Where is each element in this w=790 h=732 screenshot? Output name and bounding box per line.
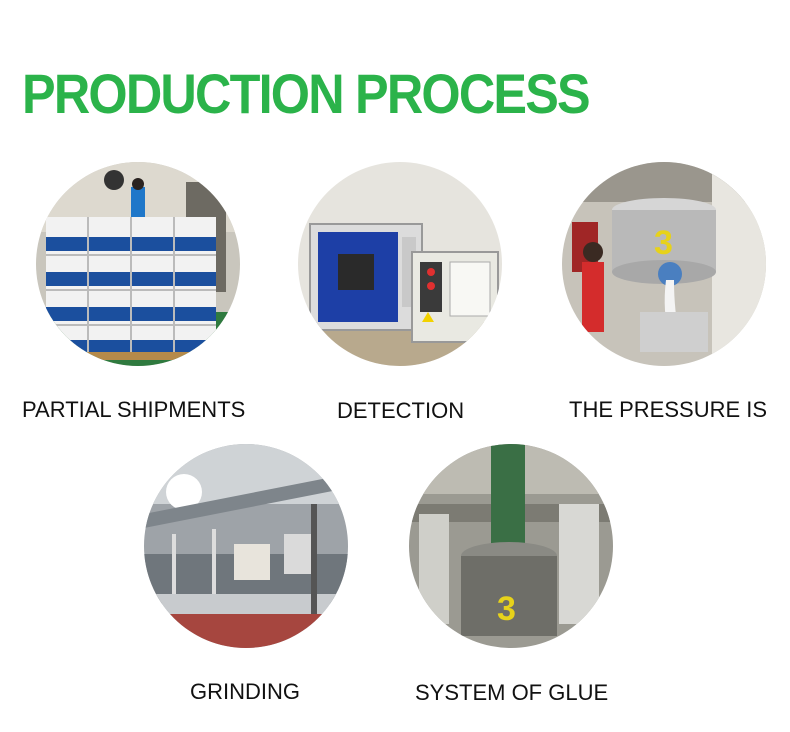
caption-partial-shipments: PARTIAL SHIPMENTS — [22, 397, 246, 422]
photo-grinding — [144, 444, 348, 648]
glue-reactor-photo: 3 — [409, 444, 613, 648]
caption-system-of-glue: SYSTEM OF GLUE — [415, 680, 609, 705]
photo-detection — [298, 162, 502, 366]
reactor-number-text: 3 — [497, 590, 516, 628]
photo-pressure: 3 — [562, 162, 766, 366]
tank-number-text: 3 — [654, 224, 673, 262]
page-title: PRODUCTION PROCESS — [22, 62, 591, 125]
pressure-tank-photo: 3 — [562, 162, 766, 366]
grinding-line-photo — [144, 444, 348, 648]
testing-oven-photo — [298, 162, 502, 366]
warehouse-boxes-photo — [36, 162, 240, 366]
caption-pressure: THE PRESSURE IS — [569, 397, 768, 422]
photo-system-of-glue: 3 — [409, 444, 613, 648]
caption-grinding: GRINDING — [190, 679, 300, 704]
caption-detection: DETECTION — [337, 398, 465, 423]
photo-partial-shipments — [36, 162, 240, 366]
